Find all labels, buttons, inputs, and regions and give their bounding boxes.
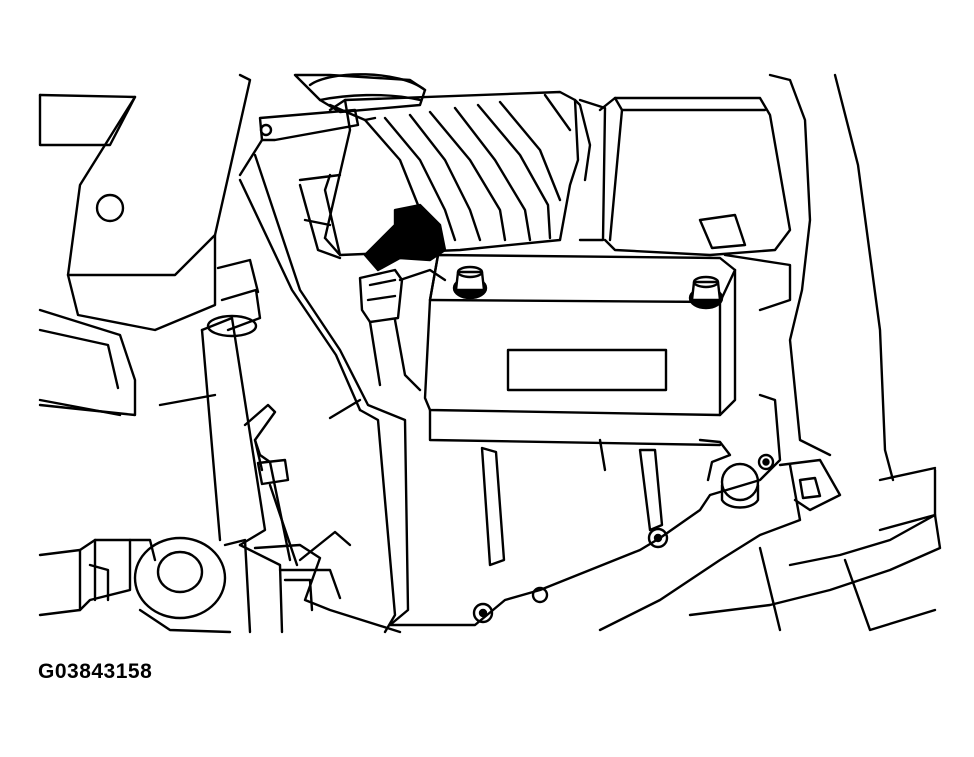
air-cleaner-housing [298, 90, 592, 260]
battery-terminal-negative [452, 265, 488, 300]
figure-id-label: G03843158 [38, 660, 153, 683]
misc-lines [38, 393, 607, 472]
coolant-hose [200, 258, 267, 547]
lower-hose-assembly [38, 530, 402, 634]
relay-box [578, 96, 792, 312]
battery-tray [238, 153, 782, 634]
dipstick [243, 403, 299, 567]
air-intake-duct [238, 73, 427, 177]
terminal-cover [358, 203, 447, 392]
engine-cover [38, 73, 252, 417]
fender-structure [598, 73, 942, 632]
battery-terminal-positive [688, 275, 724, 310]
